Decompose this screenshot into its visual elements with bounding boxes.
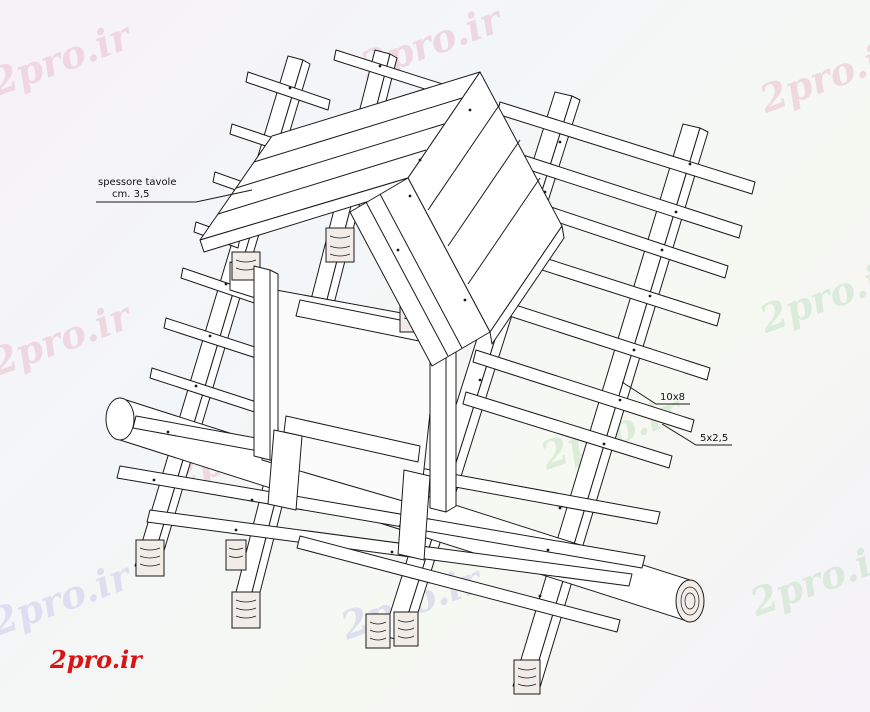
wood-grain [369,621,387,641]
ridge-block-end [325,227,355,263]
watermark-text: 2pro.ir [743,532,870,625]
eave-log-end-right [675,579,705,623]
rafter-end-cut [513,659,541,695]
batten [296,535,621,633]
rafter-end-cut [393,611,419,647]
watermark-text: 2pro.ir [753,249,870,342]
nail [618,398,622,402]
site-logo: 2pro.ir [49,645,144,674]
log-ring [684,592,696,610]
batten [116,465,646,569]
annotations: spessore tavole cm. 3,5 10x8 5x2,5 [96,177,732,446]
nail [463,298,467,302]
watermark-text: 2pro.ir [0,12,139,105]
batten [472,349,695,433]
rafter-size-label: 10x8 [660,392,685,403]
nail [546,548,550,552]
short-upright [397,469,431,561]
nail [632,348,636,352]
board-joint [427,103,501,211]
rafter-size-leader [621,381,690,405]
watermark-text: 2pro.ir [753,29,870,122]
nail [418,158,422,162]
nail [390,550,394,554]
board-thickness-label: spessore tavole [98,177,177,188]
nail [408,194,412,198]
board-joint [447,139,521,247]
nail [558,506,562,510]
wood-grain [397,619,415,639]
nail [688,162,692,166]
nail [288,86,292,90]
batten [146,509,633,587]
batten [245,71,331,111]
wood-grain [139,547,161,567]
roof-slope-right-fascia [489,225,565,345]
nail [166,430,170,434]
nail [378,64,382,68]
nail [648,294,652,298]
nail [674,210,678,214]
nail [194,384,198,388]
nail [538,594,542,598]
opening-sill [283,415,421,463]
nail [468,108,472,112]
nail [478,378,482,382]
batten [462,391,673,469]
nail [602,442,606,446]
short-upright [267,429,303,511]
log-ring [680,586,700,616]
wood-grain [517,667,537,687]
nail [152,478,156,482]
batten-size-leader [661,423,732,446]
wood-grain [235,599,257,619]
board-thickness-leader [96,189,253,203]
batten-size-label: 5x2,5 [700,433,728,444]
dormer-roof [199,71,565,367]
watermark-text: 2pro.ir [0,552,139,645]
nail [208,334,212,338]
wood-grain [329,235,351,257]
eave-log-end-left [105,397,135,441]
nail [558,140,562,144]
board-joint [235,123,445,189]
dormer-frame [229,227,457,561]
board-joint [253,97,463,163]
dormer-post-left [253,265,271,461]
nail [234,528,238,532]
wood-grain [228,547,244,558]
nail [660,248,664,252]
rafter-end-cut [225,539,247,571]
watermark-text: 2pro.ir [0,292,139,385]
nail [396,248,400,252]
board-thickness-value: cm. 3,5 [112,189,150,200]
board-joint [379,193,463,349]
board-joint [365,201,449,357]
rafter-end-cut [365,613,391,649]
rafter-end-cuts [135,539,541,695]
rafter-end-cut [231,591,261,629]
nail [250,498,254,502]
board-joint [217,149,427,215]
board-joint [467,177,541,285]
nail [224,282,228,286]
